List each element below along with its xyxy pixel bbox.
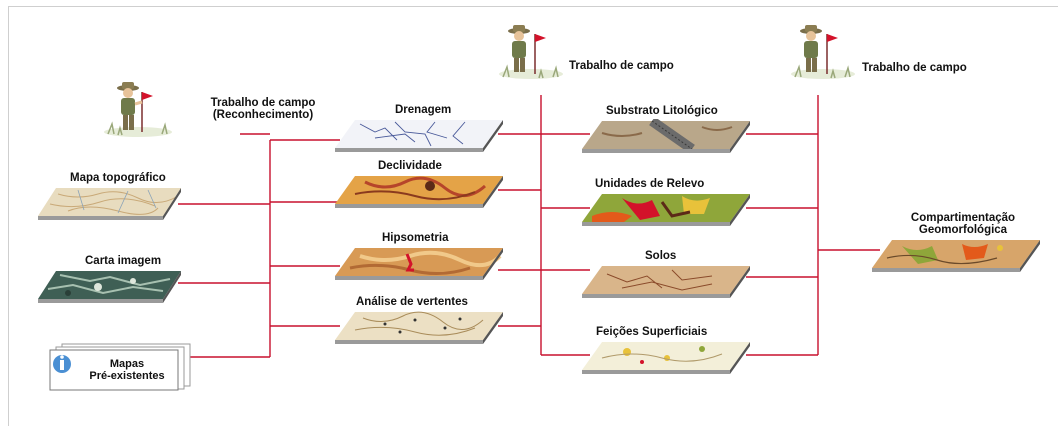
relevo-label: Unidades de Relevo	[595, 178, 704, 191]
output-line1: Compartimentação	[888, 212, 1038, 224]
pre-existing-maps-label: Mapas Pré-existentes	[82, 358, 172, 382]
vertentes-tile	[335, 310, 505, 355]
feicoes-label: Feições Superficiais	[596, 326, 707, 339]
declividade-tile	[335, 174, 505, 219]
substrato-label: Substrato Litológico	[606, 105, 718, 118]
field-work-recon-label: Trabalho de campo (Reconhecimento)	[183, 97, 343, 121]
drenagem-tile	[335, 118, 505, 163]
field-work-right-label: Trabalho de campo	[862, 62, 967, 75]
field-work-middle-label: Trabalho de campo	[569, 60, 674, 73]
feicoes-tile	[582, 340, 752, 385]
output-tile	[872, 238, 1042, 283]
field-worker-middle-icon	[495, 22, 567, 80]
declividade-label: Declividade	[378, 160, 442, 173]
drenagem-label: Drenagem	[395, 104, 451, 117]
hipsometria-label: Hipsometria	[382, 232, 448, 245]
substrato-tile	[582, 119, 752, 164]
pre-existing-maps-docs: Mapas Pré-existentes	[48, 342, 193, 392]
topo-map-label: Mapa topográfico	[70, 172, 166, 185]
relevo-tile	[582, 192, 752, 237]
topo-map-tile	[38, 186, 183, 231]
output-label: Compartimentação Geomorfológica	[888, 212, 1038, 236]
pre-existing-maps-line1: Mapas	[82, 358, 172, 370]
field-worker-right-icon	[787, 22, 859, 80]
field-worker-recon-icon	[100, 78, 180, 138]
carta-imagem-tile	[38, 269, 183, 314]
hipsometria-tile	[335, 246, 505, 291]
field-work-recon-line1: Trabalho de campo	[183, 97, 343, 109]
field-work-recon-line2: (Reconhecimento)	[183, 109, 343, 121]
solos-label: Solos	[645, 250, 676, 263]
vertentes-label: Análise de vertentes	[356, 296, 468, 309]
carta-imagem-label: Carta imagem	[85, 255, 161, 268]
output-line2: Geomorfológica	[888, 224, 1038, 236]
solos-tile	[582, 264, 752, 309]
pre-existing-maps-line2: Pré-existentes	[82, 370, 172, 382]
